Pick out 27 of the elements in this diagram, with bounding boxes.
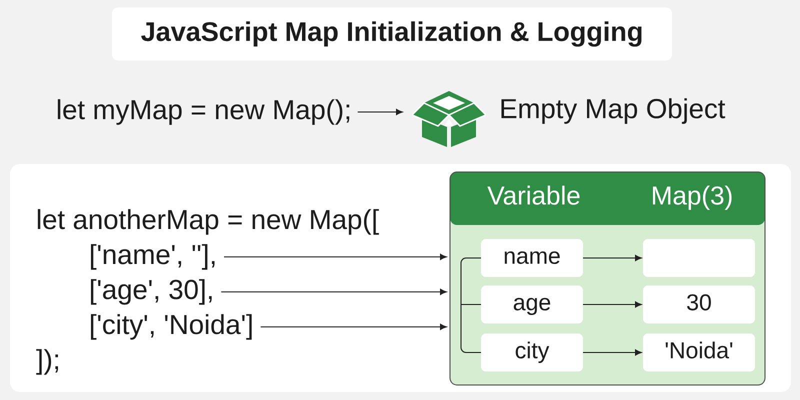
code-line: let myMap = new Map();: [58, 99, 350, 125]
arrow: [220, 288, 447, 295]
connector-line: [460, 304, 482, 305]
arrow: [582, 301, 642, 308]
box-icon: [412, 91, 486, 147]
title-box: JavaScript Map Initialization & Logging: [112, 8, 672, 60]
value-box: 30: [643, 286, 755, 324]
arrow: [224, 254, 447, 260]
connector-line: [460, 258, 482, 305]
arrow: [582, 349, 642, 356]
connector-line: [460, 304, 482, 353]
code-line: ]);: [36, 349, 58, 375]
value-box: 'Noida': [643, 334, 755, 372]
key-box: name: [481, 239, 583, 277]
arrow: [357, 108, 403, 116]
key-box: age: [481, 286, 583, 324]
code-line: ['city', 'Noida']: [90, 314, 252, 340]
key-box: city: [481, 334, 583, 372]
icon-caption: Empty Map Object: [501, 98, 726, 124]
arrow: [260, 324, 447, 330]
value-box: [643, 239, 755, 277]
column-heading: Variable: [487, 186, 580, 205]
arrow: [582, 254, 642, 262]
code-line: ['age', 30],: [90, 279, 212, 305]
code-line: ['name', ''],: [90, 244, 215, 270]
code-line: let anotherMap = new Map([: [38, 209, 379, 235]
column-heading: Map(3): [652, 186, 732, 210]
